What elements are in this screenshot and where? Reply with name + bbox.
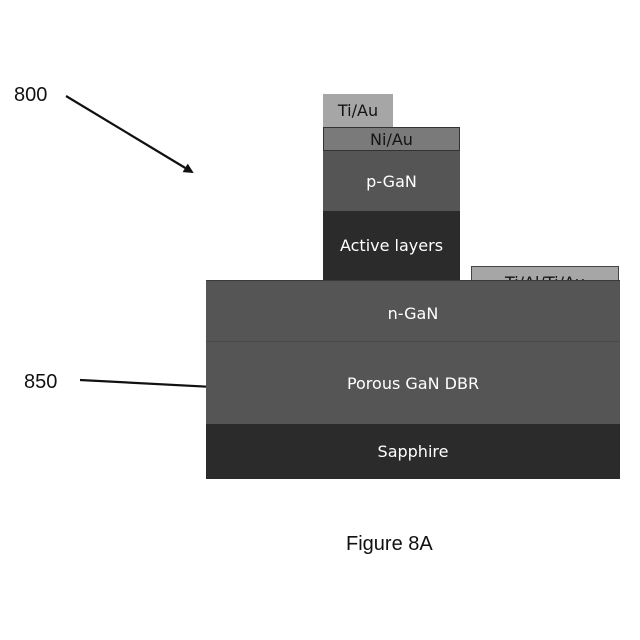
ti-au-contact-layer: Ti/Au xyxy=(323,94,393,127)
ti-au-label: Ti/Au xyxy=(338,101,378,120)
active-layers-layer: Active layers xyxy=(323,211,460,280)
n-gan-label: n-GaN xyxy=(388,304,439,323)
figure-caption: Figure 8A xyxy=(346,533,433,555)
sapphire-layer: Sapphire xyxy=(206,424,620,479)
ni-au-label: Ni/Au xyxy=(370,130,413,149)
ni-au-layer: Ni/Au xyxy=(323,127,460,151)
p-gan-label: p-GaN xyxy=(366,172,417,191)
active-layers-label: Active layers xyxy=(340,236,443,255)
p-gan-layer: p-GaN xyxy=(323,151,460,211)
sapphire-label: Sapphire xyxy=(378,442,449,461)
porous-gan-dbr-label: Porous GaN DBR xyxy=(347,374,479,393)
n-gan-layer: n-GaN xyxy=(206,280,620,341)
arrow-800 xyxy=(66,96,192,172)
porous-gan-dbr-layer: Porous GaN DBR xyxy=(206,341,620,424)
